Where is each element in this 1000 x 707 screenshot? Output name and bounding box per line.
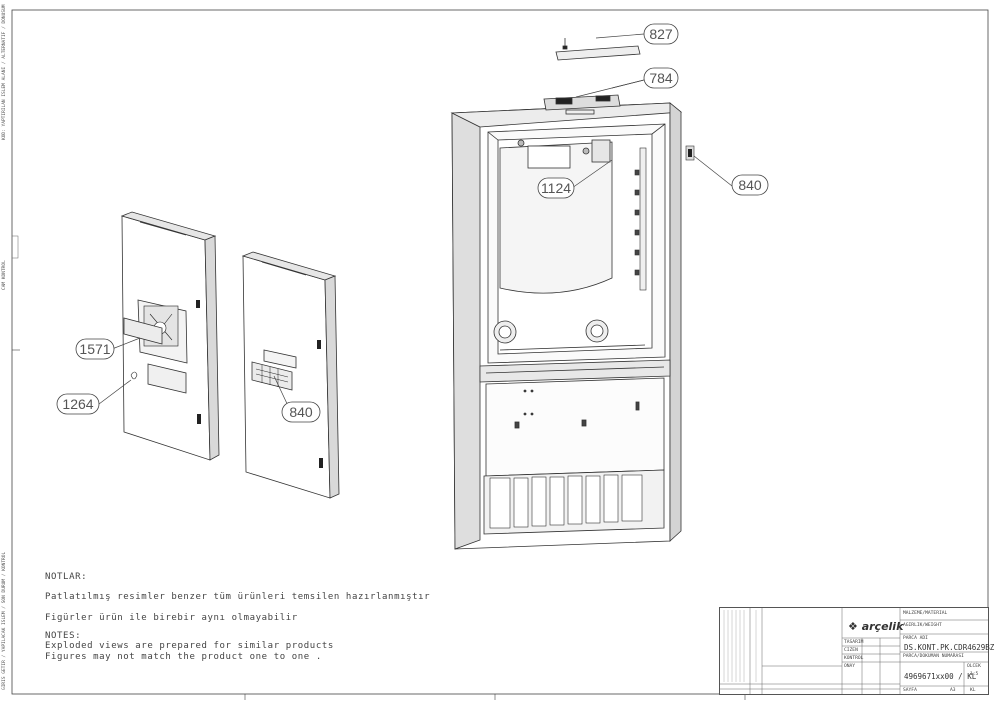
callout-827: 827 (643, 23, 679, 45)
part-number-value: 4969671xx00 / KL (904, 672, 977, 681)
notes-heading-en: NOTES: (45, 631, 82, 642)
notes-line2-tr: Figürler ürün ile birebir aynı olmayabil… (45, 612, 298, 623)
notes-line1-tr: Patlatılmış resimler benzer tüm ürünleri… (45, 592, 431, 603)
size-value: A3 (950, 688, 956, 693)
row-label-0: TASARIM (844, 640, 864, 645)
top-control-board (543, 94, 621, 115)
sheet-label: SAYFA (903, 688, 917, 693)
part-name-label: PARCA ADI (903, 636, 928, 641)
material-label: MALZEME/MATERIAL (903, 611, 948, 616)
scale-value: 1:5 (970, 672, 979, 677)
notes-line1-en: Exploded views are prepared for similar … (45, 641, 334, 652)
drawing-border (11, 9, 989, 695)
notes-line2-en: Figures may not match the product one to… (45, 651, 322, 662)
row-label-2: KONTROL (844, 656, 864, 661)
brand-logo: ❖ arçelik (848, 620, 904, 633)
svg-text:784: 784 (649, 70, 673, 86)
callout-1264: 1264 (56, 393, 100, 415)
cabinet-body (450, 102, 683, 550)
callout-840-door: 840 (281, 401, 321, 423)
notes-block: NOTLAR: Patlatılmış resimler benzer tüm … (45, 572, 430, 662)
revision-value: KL (970, 688, 976, 693)
row-label-1: CIZEN (844, 648, 858, 653)
mass-label: AGIRLIK/WEIGHT (903, 623, 942, 628)
top-cover-part (555, 38, 641, 61)
side-note-mid: CAM KONTROL (2, 260, 7, 290)
callout-1124: 1124 (537, 177, 575, 199)
title-block-grid (720, 608, 988, 694)
callout-840-right: 840 (731, 174, 769, 196)
callout-1571: 1571 (75, 338, 115, 360)
part-number-label: PARCA/DOKUMAN NUMARASI (903, 654, 964, 659)
side-note-top: KOD: YAPTIRILAN ISLEM ALANI / ALTERNATIF… (2, 4, 7, 140)
middle-door-panel (241, 251, 340, 499)
svg-text:827: 827 (649, 26, 673, 42)
svg-text:840: 840 (738, 177, 762, 193)
svg-text:1571: 1571 (79, 341, 110, 357)
left-door-panel (120, 211, 220, 461)
callout-784: 784 (643, 67, 679, 89)
side-note-bottom: GIRIS GETIR / YAPILACAK ISLEM / SON DURU… (2, 551, 7, 690)
notes-heading-tr: NOTLAR: (45, 572, 88, 582)
scale-label: OLCEK (967, 664, 981, 669)
row-label-3: ONAY (844, 664, 856, 669)
part-name-value: DS.KONT.PK.CDR4629BZ (904, 643, 995, 652)
svg-text:1124: 1124 (541, 180, 571, 196)
svg-text:840: 840 (289, 404, 313, 420)
title-block: ❖ arçelik MALZEME/MATERIAL AGIRLIK/WEIGH… (719, 607, 994, 695)
svg-text:1264: 1264 (62, 396, 93, 412)
